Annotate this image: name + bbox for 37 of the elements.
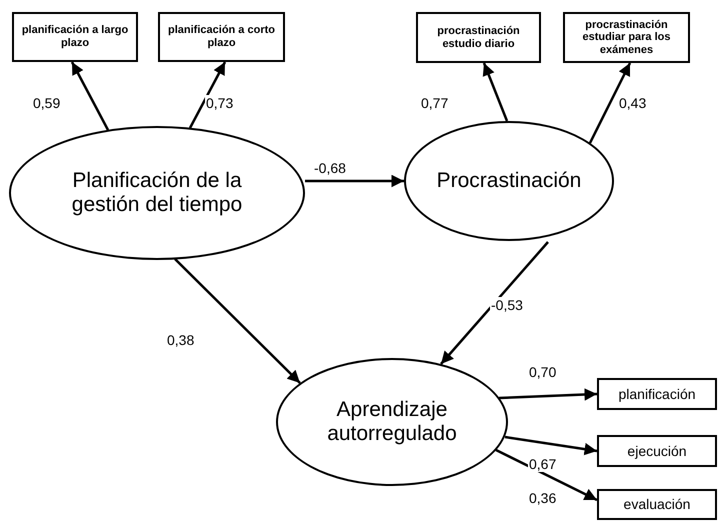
node-label: evaluación (622, 496, 692, 513)
observed-variable-box (158, 12, 285, 62)
edge-label: 0,38 (166, 332, 196, 348)
observed-variable-box (563, 12, 690, 63)
node-label: planificación a corto plazo (167, 24, 276, 50)
arrow (305, 174, 404, 188)
observed-variable-box (597, 489, 717, 520)
observed-variable-box (12, 12, 138, 62)
edge-label: 0,43 (618, 95, 648, 111)
observed-variable-box (597, 435, 717, 467)
arrow (495, 448, 598, 502)
arrow (498, 388, 598, 401)
edge-label: -0,53 (490, 297, 524, 313)
node-label: Procrastinación (436, 168, 582, 194)
observed-variable-box (416, 12, 541, 63)
arrow (504, 436, 598, 456)
arrow (482, 62, 508, 122)
node-label: planificación (617, 386, 697, 402)
node-label: procrastinación estudiar para los exámenes (581, 18, 672, 56)
edge-label: -0,68 (313, 160, 347, 176)
edge-label: 0,77 (420, 95, 450, 111)
node-label: Aprendizaje autorregulado (326, 398, 458, 446)
observed-variable-box (597, 378, 717, 410)
arrow (174, 258, 301, 384)
node-label: planificación a largo plazo (20, 24, 130, 50)
edge-label: 0,67 (528, 456, 558, 472)
arrow (588, 62, 632, 144)
edge-label: 0,36 (528, 490, 558, 506)
arrow (70, 61, 110, 131)
arrow (188, 61, 226, 129)
node-label: ejecución (626, 442, 688, 460)
arrow (440, 241, 549, 365)
edge-label: 0,73 (205, 95, 234, 111)
edge-label: 0,59 (32, 95, 62, 111)
node-label: Planificación de la gestión del tiempo (70, 168, 244, 218)
node-label: procrastinación estudio diario (436, 24, 521, 50)
edge-label: 0,70 (528, 364, 558, 380)
